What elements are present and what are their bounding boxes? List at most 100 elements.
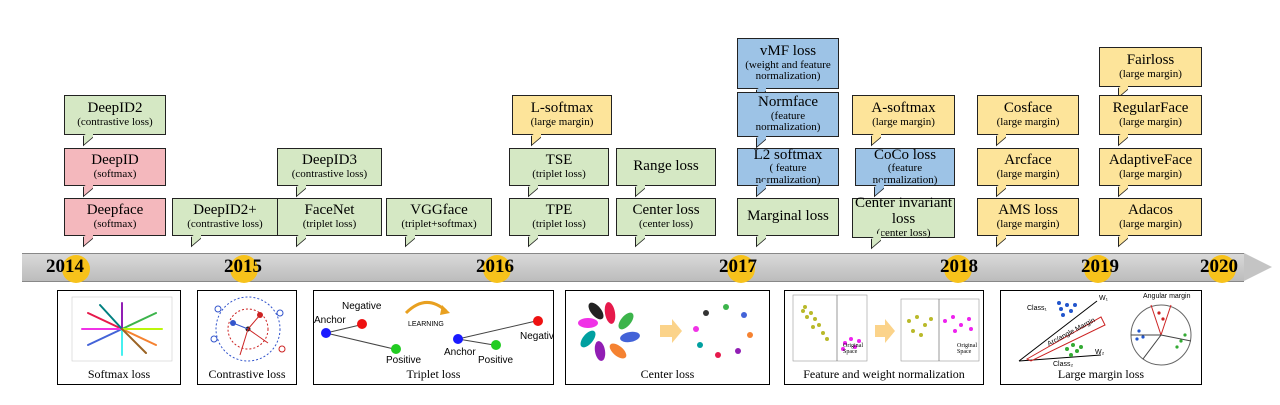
method-title: Center invariant loss	[854, 195, 953, 228]
triplet-positive2-label: Positive	[478, 355, 514, 366]
method-title: Marginal loss	[747, 208, 829, 225]
method-title: RegularFace	[1112, 100, 1189, 117]
method-box-deepid2plus: DeepID2+(contrastive loss)	[172, 198, 278, 236]
method-subtitle: (large margin)	[530, 116, 594, 129]
method-box-vmf: vMF loss(weight and feature normalizatio…	[737, 38, 839, 89]
method-box-fairloss: Fairloss(large margin)	[1099, 47, 1202, 87]
year-label-2014: 2014	[46, 256, 84, 277]
panel-triplet: Negative Anchor Positive LEARNING Anchor…	[313, 290, 554, 385]
method-box-deepface: Deepface(softmax)	[64, 198, 166, 236]
method-subtitle: (softmax)	[93, 218, 137, 231]
method-box-deepid2: DeepID2(contrastive loss)	[64, 95, 166, 135]
normalization-scatter-icon	[792, 294, 980, 362]
year-dot-2018	[944, 255, 972, 283]
center-loss-scatter-icon	[578, 302, 753, 361]
method-box-adacos: Adacos(large margin)	[1099, 198, 1202, 236]
method-box-facenet: FaceNet(triplet loss)	[277, 198, 382, 236]
year-label-2020: 2020	[1200, 256, 1238, 277]
panel-largemargin: Class₁ W₁ Arc/angle Margin Class₂ W₂ Ang…	[1000, 290, 1202, 385]
method-title: L-softmax	[530, 100, 594, 117]
method-subtitle: (contrastive loss)	[291, 168, 368, 181]
panel-softmax: Softmax loss	[57, 290, 181, 385]
method-box-tpe: TPE(triplet loss)	[509, 198, 609, 236]
year-dot-2020	[1208, 255, 1236, 283]
triplet-positive-label: Positive	[386, 355, 422, 366]
w1-label: W₁	[1099, 295, 1108, 302]
method-subtitle: (contrastive loss)	[77, 116, 153, 129]
method-box-rangeloss: Range loss	[616, 148, 716, 186]
year-label-2015: 2015	[224, 256, 262, 277]
method-title: L2 softmax	[753, 146, 823, 163]
year-dot-2014	[62, 255, 90, 283]
method-title: TPE	[545, 202, 573, 219]
method-title: Deepface	[86, 202, 144, 219]
method-title: Fairloss	[1126, 52, 1175, 69]
method-title: AdaptiveFace	[1108, 152, 1193, 169]
method-box-normface: Normface(feature normalization)	[737, 92, 839, 137]
panel-label: Large margin loss	[1057, 367, 1145, 381]
softmax-scatter-icon	[71, 296, 173, 362]
year-label-2017: 2017	[719, 256, 757, 277]
method-subtitle: (center loss)	[638, 218, 694, 231]
w2-label: W₂	[1095, 349, 1105, 356]
method-title: DeepID	[91, 152, 139, 169]
method-title: CoCo loss	[873, 146, 937, 163]
year-label-2018: 2018	[940, 256, 978, 277]
method-title: Range loss	[633, 158, 699, 175]
method-title: vMF loss	[759, 43, 817, 60]
method-box-l2softmax: L2 softmax( feature normalization)	[737, 146, 839, 186]
method-subtitle: (large margin)	[1119, 68, 1182, 81]
year-dot-2015	[230, 255, 258, 283]
method-subtitle: (triplet loss)	[302, 218, 357, 231]
method-subtitle: (large margin)	[1119, 218, 1182, 231]
method-box-deepid: DeepID(softmax)	[64, 148, 166, 186]
method-title: DeepID2	[87, 100, 143, 117]
panel-center: Center loss	[565, 290, 770, 385]
method-title: DeepID2+	[193, 202, 257, 219]
class1-label: Class₁	[1027, 305, 1047, 312]
method-title: DeepID3	[302, 152, 357, 169]
triplet-negative2-label: Negative	[520, 331, 554, 342]
method-box-arcface: Arcface(large margin)	[977, 148, 1079, 186]
panel-label: Softmax loss	[87, 367, 151, 381]
year-label-2019: 2019	[1081, 256, 1119, 277]
method-subtitle: (feature normalization)	[872, 162, 938, 186]
method-box-asoftmax: A-softmax(large margin)	[852, 95, 955, 135]
triplet-anchor-label: Anchor	[314, 315, 346, 326]
method-box-coco: CoCo loss(feature normalization)	[855, 146, 955, 186]
method-box-tse: TSE(triplet loss)	[509, 148, 609, 186]
method-title: TSE	[545, 152, 573, 169]
angular-margin-label: Angular margin	[1143, 293, 1191, 300]
method-title: A-softmax	[871, 100, 936, 117]
panel-contrastive: Contrastive loss	[197, 290, 297, 385]
year-dot-2019	[1084, 255, 1112, 283]
method-box-cosface: Cosface(large margin)	[977, 95, 1079, 135]
large-margin-diagram-icon	[1018, 300, 1192, 366]
method-subtitle: (triplet loss)	[532, 218, 586, 231]
method-title: VGGface	[410, 202, 468, 219]
triplet-anchor2-label: Anchor	[444, 347, 476, 358]
method-subtitle: (large margin)	[996, 168, 1060, 181]
panel-label: Feature and weight normalization	[803, 367, 965, 381]
method-subtitle: (softmax)	[93, 168, 137, 181]
method-box-lsoftmax: L-softmax(large margin)	[512, 95, 612, 135]
method-subtitle: (large margin)	[996, 116, 1060, 129]
timeline-bar	[22, 253, 1244, 282]
year-label-2016: 2016	[476, 256, 514, 277]
method-title: Center loss	[632, 202, 700, 219]
panel-label: Contrastive loss	[208, 367, 286, 381]
method-subtitle: (triplet loss)	[532, 168, 586, 181]
method-box-centerinv: Center invariant loss(center loss)	[852, 195, 955, 239]
method-box-adaptiveface: AdaptiveFace(large margin)	[1099, 148, 1202, 186]
method-subtitle: (large margin)	[872, 116, 935, 129]
panel-label: Center loss	[640, 367, 695, 381]
method-box-centerloss: Center loss(center loss)	[616, 198, 716, 236]
method-subtitle: (large margin)	[1119, 168, 1182, 181]
method-title: Arcface	[1004, 152, 1052, 169]
method-subtitle: (center loss)	[876, 226, 931, 239]
method-box-regularface: RegularFace(large margin)	[1099, 95, 1202, 135]
year-dot-2017	[727, 255, 755, 283]
